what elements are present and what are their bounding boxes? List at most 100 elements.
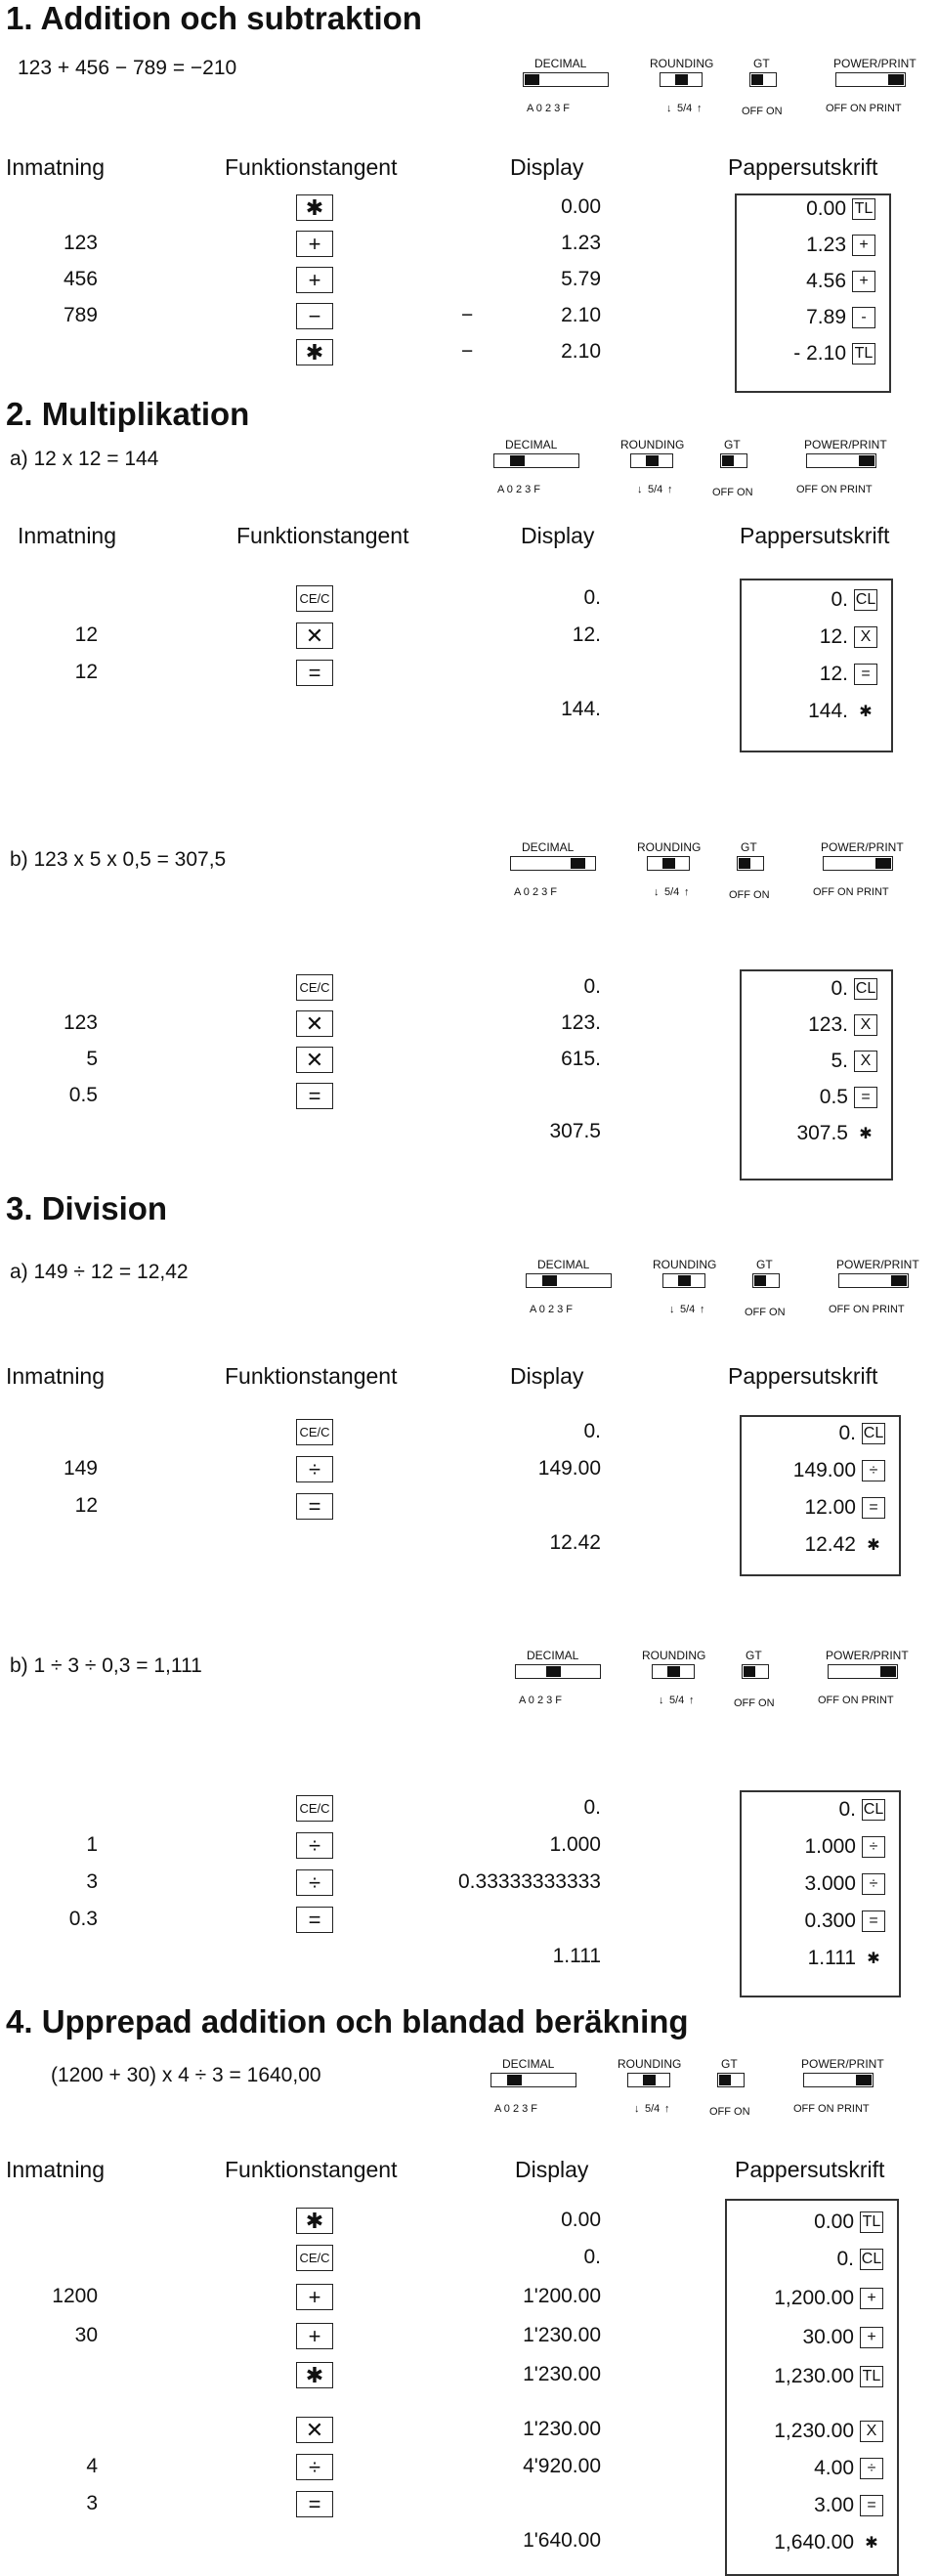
function-key[interactable]: ✕	[296, 623, 333, 649]
tape-value: 12.00	[804, 1496, 856, 1519]
display-sign: −	[461, 340, 474, 363]
tape-symbol: X	[860, 2421, 883, 2443]
decimal-ticks: A 0 2 3 F	[497, 484, 541, 495]
tape-value: 307.5	[796, 1122, 848, 1144]
power-ticks: OFF ON PRINT	[829, 1304, 905, 1315]
function-key[interactable]: ✱	[296, 2208, 333, 2234]
gt-label: GT	[753, 57, 770, 70]
input-value: 12	[74, 661, 98, 683]
tape-symbol: TL	[860, 2366, 883, 2388]
function-key[interactable]: CE/C	[296, 1419, 333, 1445]
tape-value: 0.00	[806, 197, 846, 220]
rounding-label: ROUNDING	[620, 438, 685, 451]
power-label: POWER/PRINT	[804, 438, 887, 451]
function-key[interactable]: −	[296, 303, 333, 329]
tape-symbol: CL	[860, 2249, 883, 2271]
input-value: 1	[86, 1833, 98, 1856]
tape-symbol: ✱	[867, 1537, 880, 1555]
function-key[interactable]: CE/C	[296, 974, 333, 1001]
display-sign: −	[461, 304, 474, 326]
function-key[interactable]: CE/C	[296, 2245, 333, 2271]
decimal-label: DECIMAL	[505, 438, 558, 451]
function-key[interactable]: ✕	[296, 2417, 333, 2443]
power-ticks: OFF ON PRINT	[826, 103, 902, 114]
tape-symbol: ÷	[862, 1460, 885, 1482]
gt-label: GT	[746, 1649, 762, 1662]
function-key[interactable]: ÷	[296, 1832, 333, 1859]
rounding-mid: 5/4	[645, 2103, 661, 2115]
function-key[interactable]: ÷	[296, 2454, 333, 2480]
function-key[interactable]: ÷	[296, 1869, 333, 1896]
function-key[interactable]: +	[296, 267, 333, 293]
tape-symbol: CL	[854, 978, 877, 1001]
header-tape: Pappersutskrift	[728, 154, 878, 180]
function-key[interactable]: ✱	[296, 194, 333, 221]
power-label: POWER/PRINT	[801, 2057, 884, 2071]
header-key: Funktionstangent	[225, 2157, 398, 2182]
display-value: 144.	[561, 698, 601, 720]
tape-symbol: +	[860, 2288, 883, 2310]
header-display: Display	[510, 154, 584, 180]
tape-value: 1.23	[806, 234, 846, 256]
tape-value: 0.	[838, 1422, 856, 1444]
tape-symbol: ✱	[859, 1126, 873, 1143]
function-key[interactable]: =	[296, 1083, 333, 1109]
function-key[interactable]: =	[296, 1907, 333, 1933]
function-key[interactable]: +	[296, 231, 333, 257]
function-key[interactable]: ✱	[296, 339, 333, 365]
input-value: 4	[86, 2455, 98, 2477]
section-title: 2. Multiplikation	[6, 396, 250, 432]
function-key[interactable]: ✕	[296, 1047, 333, 1073]
display-value: 2.10	[561, 340, 601, 363]
tape-value: 149.00	[792, 1459, 856, 1481]
input-value: 149	[63, 1457, 98, 1480]
tape-value: 1,640.00	[774, 2531, 854, 2554]
function-key[interactable]: ✕	[296, 1010, 333, 1037]
rounding-mid: 5/4	[677, 103, 693, 114]
function-key[interactable]: =	[296, 2491, 333, 2517]
equation: a) 149 ÷ 12 = 12,42	[10, 1261, 189, 1283]
function-key[interactable]: ÷	[296, 1456, 333, 1482]
display-value: 149.00	[537, 1457, 601, 1480]
function-key[interactable]: =	[296, 660, 333, 686]
rounding-label: ROUNDING	[637, 840, 702, 854]
tape-symbol: ✱	[865, 2535, 878, 2553]
tape-value: 0.	[838, 1798, 856, 1821]
display-value: 0.	[583, 586, 601, 609]
rounding-label: ROUNDING	[650, 57, 714, 70]
tape-value: 3.00	[814, 2494, 854, 2516]
equation: a) 12 x 12 = 144	[10, 448, 159, 470]
tape-value: 5.	[831, 1050, 848, 1072]
rounding-mid: 5/4	[648, 484, 663, 495]
tape-value: 1,230.00	[774, 2365, 854, 2387]
tape-value: 123.	[808, 1013, 848, 1036]
function-key[interactable]: +	[296, 2323, 333, 2349]
header-input: Inmatning	[6, 1363, 106, 1389]
header-input: Inmatning	[6, 2157, 106, 2182]
tape-symbol: =	[862, 1911, 885, 1933]
display-value: 615.	[561, 1048, 601, 1070]
function-key[interactable]: ✱	[296, 2362, 333, 2388]
gt-ticks: OFF ON	[745, 1307, 786, 1318]
gt-label: GT	[721, 2057, 738, 2071]
tape-symbol: CL	[862, 1799, 885, 1822]
function-key[interactable]: =	[296, 1493, 333, 1520]
tape-symbol: +	[852, 235, 875, 257]
tape-value: 0.5	[819, 1086, 848, 1108]
decimal-label: DECIMAL	[537, 1258, 590, 1271]
display-value: 123.	[561, 1011, 601, 1034]
header-key: Funktionstangent	[236, 523, 409, 548]
function-key[interactable]: CE/C	[296, 585, 333, 612]
power-label: POWER/PRINT	[836, 1258, 919, 1271]
display-value: 1'640.00	[523, 2529, 601, 2552]
power-ticks: OFF ON PRINT	[818, 1695, 894, 1706]
rounding-mid: 5/4	[680, 1304, 696, 1315]
function-key[interactable]: +	[296, 2284, 333, 2310]
tape-value: 12.42	[804, 1533, 856, 1556]
function-key[interactable]: CE/C	[296, 1795, 333, 1822]
